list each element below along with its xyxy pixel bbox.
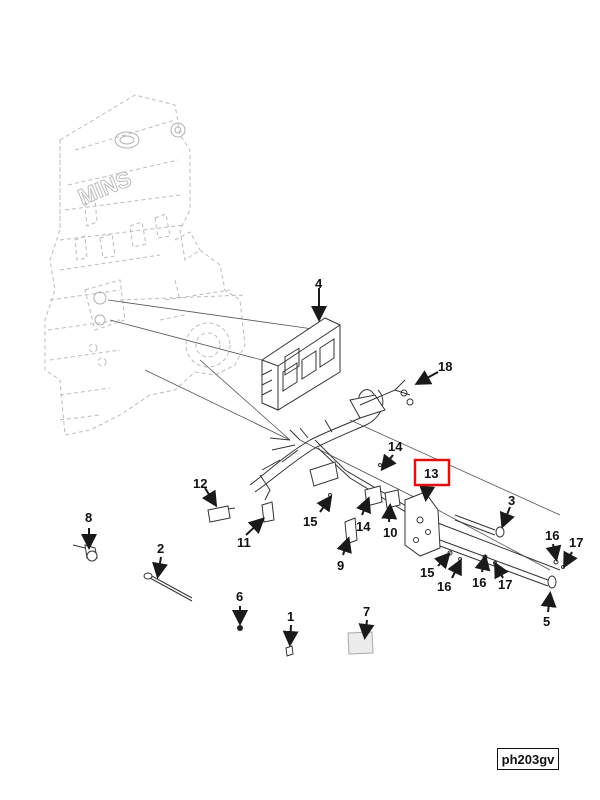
callout-16-middle[interactable]: 16 bbox=[472, 575, 486, 590]
callout-16-right[interactable]: 16 bbox=[545, 528, 559, 543]
callout-15-lower[interactable]: 15 bbox=[303, 514, 317, 529]
callout-8[interactable]: 8 bbox=[85, 510, 92, 525]
callout-18[interactable]: 18 bbox=[438, 359, 452, 374]
callout-14[interactable]: 14 bbox=[356, 519, 371, 534]
callout-13-highlight-box bbox=[413, 458, 451, 487]
engine-brand-text: MINS bbox=[75, 166, 135, 210]
callout-3[interactable]: 3 bbox=[508, 493, 515, 508]
ecm-module bbox=[261, 317, 341, 411]
callout-17-right[interactable]: 17 bbox=[569, 535, 583, 550]
callout-2[interactable]: 2 bbox=[157, 541, 164, 556]
plug-part-6 bbox=[237, 625, 243, 631]
sensor-part-8 bbox=[72, 544, 98, 562]
label-part-7 bbox=[347, 631, 374, 655]
callout-4[interactable]: 4 bbox=[315, 276, 323, 291]
mounting-bracket-part-13 bbox=[404, 491, 441, 557]
callout-17-middle[interactable]: 17 bbox=[498, 577, 512, 592]
engine-block-outline: MINS bbox=[44, 94, 246, 436]
capscrew-part-5 bbox=[439, 539, 557, 589]
callout-9[interactable]: 9 bbox=[337, 558, 344, 573]
callout-5[interactable]: 5 bbox=[543, 614, 550, 629]
callout-6[interactable]: 6 bbox=[236, 589, 243, 604]
callout-15-upper[interactable]: 14 bbox=[388, 439, 403, 454]
fitting-part-1 bbox=[285, 645, 294, 657]
callout-1[interactable]: 1 bbox=[287, 609, 294, 624]
callout-labels: 4 18 14 13 3 12 11 15 14 10 9 8 2 15 16 … bbox=[85, 276, 583, 629]
callout-7[interactable]: 7 bbox=[363, 604, 370, 619]
drawing-id-label: ph203gv bbox=[497, 748, 559, 770]
callout-17-left[interactable]: 16 bbox=[437, 579, 451, 594]
callout-10[interactable]: 10 bbox=[383, 525, 397, 540]
wiring-harness bbox=[207, 379, 561, 571]
callout-leaders bbox=[81, 288, 578, 647]
callout-13[interactable]: 13 bbox=[424, 466, 438, 481]
callout-11[interactable]: 11 bbox=[237, 535, 251, 550]
capscrew-part-3 bbox=[454, 514, 505, 538]
cable-tie-part-2 bbox=[143, 572, 193, 602]
callout-16-left[interactable]: 15 bbox=[420, 565, 434, 580]
callout-12[interactable]: 12 bbox=[193, 476, 207, 491]
